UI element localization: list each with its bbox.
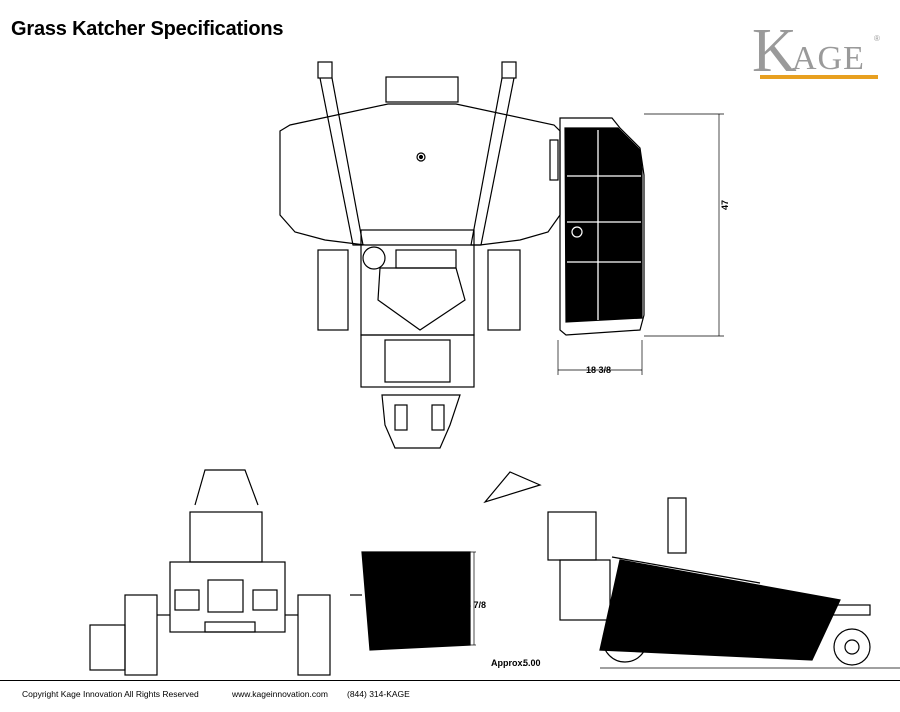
catcher-bag-side — [599, 559, 841, 661]
side-view-mower — [483, 471, 900, 669]
top-view-mower — [279, 61, 561, 449]
side-deck — [809, 604, 871, 616]
catcher-bag-front — [361, 551, 471, 651]
dimension-label-height-top: 47 — [720, 199, 730, 210]
dimension-label-width-top: 18 3/8 — [586, 365, 612, 375]
kage-logo: K AGE ® — [752, 20, 882, 82]
dimension-label-approx: Approx. — [491, 658, 526, 668]
seat — [377, 267, 466, 331]
right-lift-arm — [470, 77, 515, 246]
logo-registered-mark: ® — [874, 34, 880, 43]
rear-seat — [189, 511, 263, 563]
side-front-wheel — [833, 628, 871, 666]
front-view-catcher — [350, 551, 476, 651]
footer-copyright: Copyright Kage Innovation All Rights Res… — [22, 689, 199, 699]
side-rear-wheel — [602, 617, 648, 663]
body-center-mark — [416, 152, 426, 162]
seat-frame — [360, 229, 475, 336]
catcher-outline — [559, 117, 645, 336]
left-arm-bracket — [317, 61, 333, 79]
right-rear-wheel — [487, 249, 521, 331]
left-deck-edge — [89, 624, 126, 671]
front-frame — [360, 334, 475, 388]
rear-lift-bracket — [194, 469, 259, 506]
side-body — [559, 559, 611, 621]
page-title: Grass Katcher Specifications — [11, 18, 284, 40]
side-steering-column — [667, 497, 687, 554]
fuel-cap — [362, 246, 386, 270]
front-deck — [381, 394, 461, 449]
detached-chute — [483, 471, 542, 504]
rear-bumper — [385, 76, 459, 103]
rear-right-wheel — [297, 594, 331, 676]
logo-swoosh — [760, 75, 878, 79]
catcher-hinge — [549, 139, 559, 181]
catcher-bag-top — [564, 127, 643, 323]
catcher-vent — [571, 226, 583, 238]
rear-left-wheel — [124, 594, 158, 676]
footer-website[interactable]: www.kageinnovation.com — [232, 689, 328, 699]
right-arm-bracket — [501, 61, 517, 79]
side-seat — [547, 511, 597, 561]
mower-body — [279, 103, 561, 246]
left-rear-wheel — [317, 249, 349, 331]
footer-divider — [0, 680, 900, 681]
rear-view-mower — [89, 469, 331, 676]
dimension-label-height-side: 23 7/8 — [461, 600, 487, 610]
top-view-catcher — [549, 113, 724, 375]
steering-console — [384, 339, 451, 383]
logo-rest: AGE — [792, 40, 865, 77]
left-lift-arm — [319, 77, 364, 246]
console — [395, 249, 457, 269]
logo-initial: K — [752, 17, 797, 85]
dimension-label-approx-value: 5.00 — [523, 658, 541, 668]
footer-phone: (844) 314-KAGE — [347, 689, 410, 699]
